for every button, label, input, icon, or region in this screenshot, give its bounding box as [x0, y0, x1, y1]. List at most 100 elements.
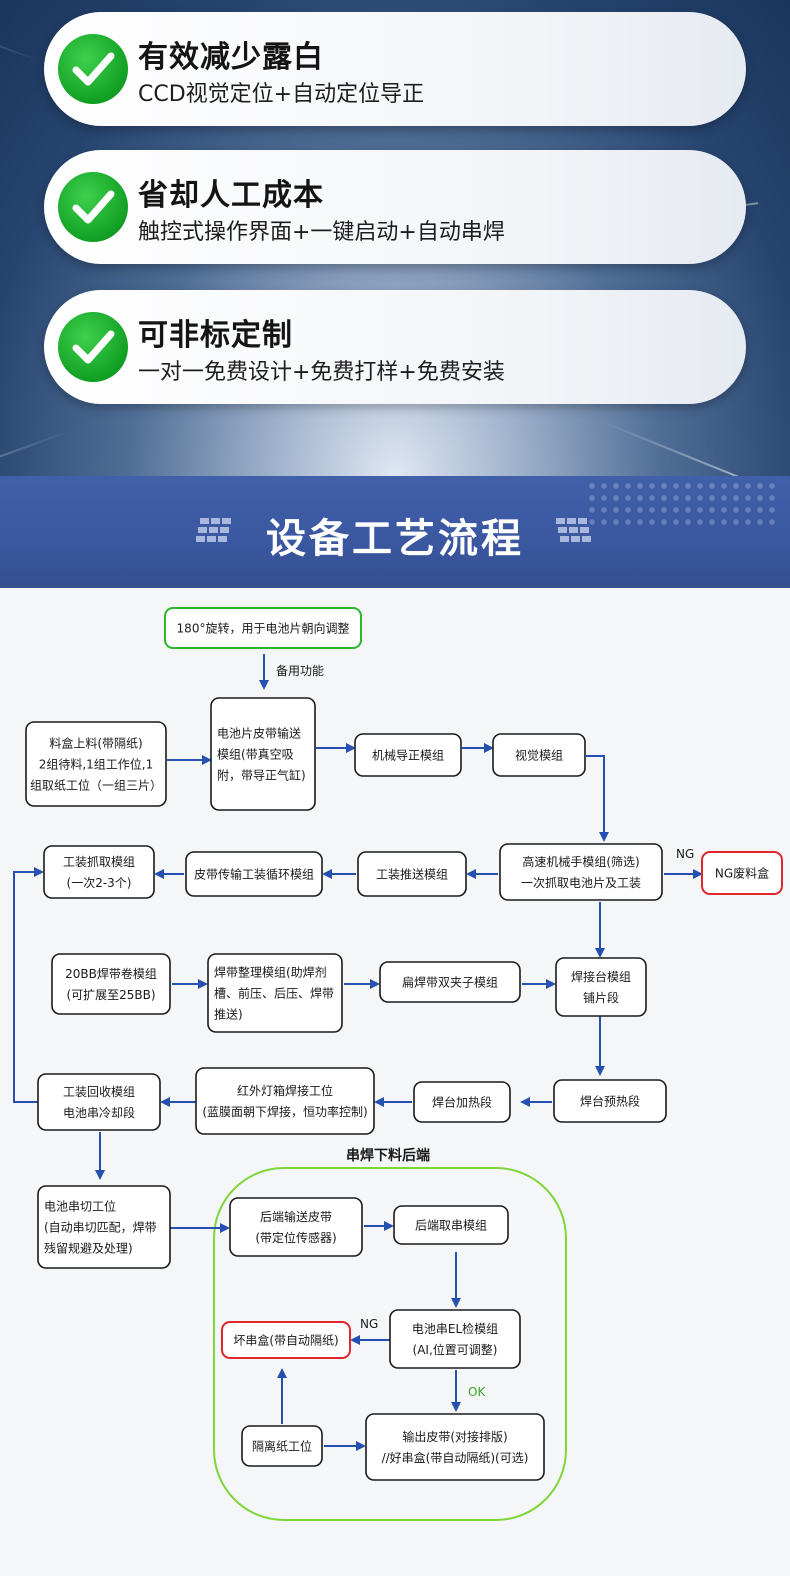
flow-node-box-feed: 料盒上料(带隔纸) 2组待料,1组工作位,1 组取纸工位（一组三片） — [25, 721, 167, 807]
dot-pattern — [586, 480, 776, 530]
label-ng: NG — [360, 1317, 378, 1331]
check-icon — [58, 172, 128, 242]
label-ok: OK — [468, 1385, 486, 1399]
hero-background: 有效减少露白 CCD视觉定位+自动定位导正 省却人工成本 触控式操作界面+一键启… — [0, 0, 790, 476]
flow-node-box — [499, 843, 663, 901]
flow-node-box — [207, 953, 343, 1033]
flow-node-text: 焊带整理模组(助焊剂 — [214, 965, 327, 980]
flow-node-vision: 视觉模组 — [492, 733, 586, 777]
flow-node-text: (AI,位置可调整) — [413, 1342, 498, 1357]
flow-node-output: 输出皮带(对接排版) //好串盒(带自动隔纸)(可选) — [365, 1413, 545, 1481]
flow-node-bad-box: 坏串盒(带自动隔纸) — [221, 1321, 351, 1359]
flow-node-text: (蓝膜面朝下焊接，恒功率控制) — [202, 1104, 367, 1119]
light-ray — [0, 19, 41, 62]
flow-node-text: (可扩展至25BB) — [66, 988, 155, 1002]
flow-node-text: 隔离纸工位 — [252, 1439, 312, 1454]
feature-subtitle: 一对一免费设计+免费打样+免费安装 — [138, 360, 505, 385]
flow-node-rotate: 180°旋转，用于电池片朝向调整 — [164, 607, 362, 649]
flow-node-box — [413, 1081, 511, 1123]
flow-node-text: 2组待料,1组工作位,1 — [39, 757, 154, 772]
flow-node-ribbon-reel: 20BB焊带卷模组 (可扩展至25BB) — [51, 953, 171, 1015]
flow-node-box — [389, 1309, 521, 1369]
flow-node-fixture-push: 工装推送模组 — [357, 851, 467, 897]
flow-node-mech-align: 机械导正模组 — [354, 733, 462, 777]
flow-node-box — [365, 1413, 545, 1481]
flow-node-text: 料盒上料(带隔纸) — [49, 736, 142, 751]
check-icon — [58, 312, 128, 382]
flow-node-text: 扁焊带双夹子模组 — [402, 975, 498, 990]
flow-node-text: 高速机械手模组(筛选) — [522, 854, 639, 869]
flow-node-box — [379, 961, 521, 1003]
flow-node-text: 模组(带真空吸 — [217, 748, 294, 762]
flow-node-box — [37, 1073, 161, 1131]
flow-node-text: 组取纸工位（一组三片） — [30, 778, 162, 793]
flow-node-paper: 隔离纸工位 — [241, 1425, 323, 1467]
section-banner: 设备工艺流程 — [0, 476, 790, 588]
flow-node-box — [393, 1205, 509, 1245]
feature-subtitle: 触控式操作界面+一键启动+自动串焊 — [138, 220, 505, 245]
flow-node-text: 工装推送模组 — [376, 867, 448, 882]
feature-title: 可非标定制 — [138, 318, 293, 353]
flow-node-box — [229, 1197, 363, 1257]
flow-node-text: (一次2-3个) — [67, 876, 132, 890]
flow-node-heat: 焊台加热段 — [413, 1081, 511, 1123]
flow-node-text: 输出皮带(对接排版) — [402, 1429, 507, 1444]
flow-node-ir-lamp: 红外灯箱焊接工位 (蓝膜面朝下焊接，恒功率控制) — [195, 1067, 375, 1135]
feature-card: 有效减少露白 CCD视觉定位+自动定位导正 — [44, 12, 746, 126]
flow-node-belt-loop: 皮带传输工装循环模组 — [185, 851, 323, 897]
flow-node-flat-clamp: 扁焊带双夹子模组 — [379, 961, 521, 1003]
flow-node-robot: 高速机械手模组(筛选) 一次抓取电池片及工装 — [499, 843, 663, 901]
flow-node-box — [185, 851, 323, 897]
flow-node-text: 工装抓取模组 — [63, 855, 135, 869]
feature-title: 有效减少露白 — [138, 40, 324, 75]
flow-node-text: 坏串盒(带自动隔纸) — [233, 1333, 338, 1348]
flow-node-text: 铺片段 — [583, 990, 619, 1005]
flow-node-box — [195, 1067, 375, 1135]
flow-node-text: 机械导正模组 — [372, 748, 444, 763]
flow-node-text: 电池串切工位 — [44, 1199, 116, 1214]
light-ray — [0, 430, 71, 476]
flow-node-box — [553, 1079, 667, 1123]
flow-node-text: 红外灯箱焊接工位 — [237, 1083, 333, 1098]
arrow — [13, 867, 44, 1103]
flow-node-text: 电池串冷却段 — [63, 1105, 135, 1120]
flow-node-text: 工装回收模组 — [63, 1085, 135, 1099]
flow-node-box — [357, 851, 467, 897]
flow-node-rear-take: 后端取串模组 — [393, 1205, 509, 1245]
flow-node-box — [210, 697, 316, 811]
flow-node-text: 槽、前压、后压、焊带 — [214, 986, 334, 1001]
flow-node-box — [164, 607, 362, 649]
group-title: 串焊下料后端 — [346, 1147, 430, 1164]
flow-node-text: 残留规避及处理) — [44, 1241, 133, 1256]
flow-node-text: (自动串切匹配，焊带 — [44, 1220, 157, 1235]
flow-node-text: 后端取串模组 — [415, 1219, 487, 1233]
flow-node-rear-belt: 后端输送皮带(带定位传感器) — [229, 1197, 363, 1257]
flow-node-box — [701, 851, 783, 895]
flow-node-text: 一次抓取电池片及工装 — [521, 876, 641, 890]
flow-node-text: //好串盒(带自动隔纸)(可选) — [382, 1450, 529, 1465]
label-backup: 备用功能 — [276, 664, 324, 678]
flow-node-text: 推送) — [214, 1007, 243, 1022]
flow-node-text: 皮带传输工装循环模组 — [194, 867, 314, 882]
flow-node-text: 焊台加热段 — [432, 1095, 492, 1110]
feature-title: 省却人工成本 — [138, 178, 324, 213]
light-ray — [599, 420, 758, 476]
flow-node-text: 电池串EL检模组 — [412, 1321, 498, 1336]
flow-node-box — [43, 845, 155, 899]
rear-group-outline — [213, 1167, 567, 1521]
flow-node-box — [555, 957, 647, 1017]
flow-node-box — [25, 721, 167, 807]
process-flow-diagram: 串焊下料后端 备用功能 NG NG OK 180°旋转，用于电池片朝向调整料盒上… — [13, 607, 783, 1521]
flow-node-text: 180°旋转，用于电池片朝向调整 — [177, 621, 350, 636]
label-ng: NG — [676, 847, 694, 861]
feature-subtitle: CCD视觉定位+自动定位导正 — [138, 82, 425, 107]
flow-arrows — [13, 654, 703, 1451]
flow-node-box — [241, 1425, 323, 1467]
flow-node-text: 20BB焊带卷模组 — [65, 966, 157, 981]
flow-node-preheat: 焊台预热段 — [553, 1079, 667, 1123]
